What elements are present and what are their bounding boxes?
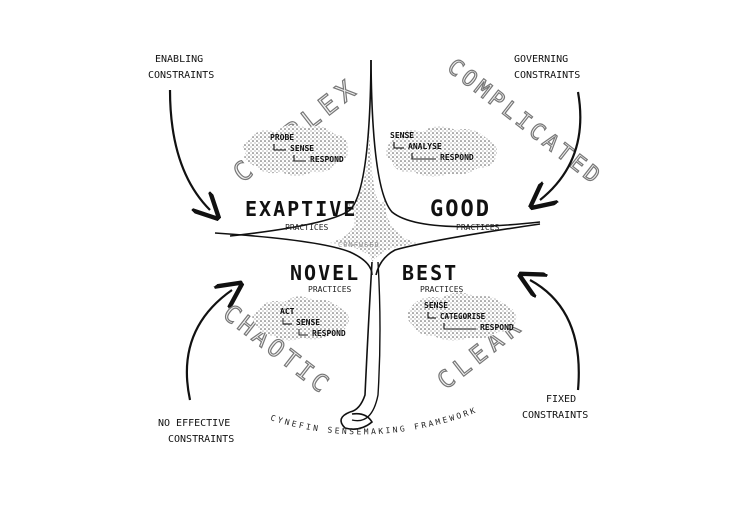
constraint-top-right-line-2: CONSTRAINTS	[514, 70, 580, 81]
constraint-top-left-line-1: ENABLING	[155, 54, 203, 65]
practice-novel-title: NOVEL	[290, 261, 360, 285]
boundary-vertical-bottom-right	[351, 261, 381, 422]
cliff-curl	[340, 411, 374, 430]
constraint-bottom-right-line-1: FIXED	[546, 394, 576, 405]
clear-step-1: SENSE	[424, 301, 448, 310]
boundary-vertical-bottom	[349, 261, 373, 413]
clear-step-2: CATEGORISE	[440, 312, 486, 321]
practice-best-title: BEST	[402, 261, 458, 285]
boundary-top-right	[370, 59, 541, 228]
complicated-step-3: RESPOND	[440, 153, 474, 162]
constraint-bottom-left-line-2: CONSTRAINTS	[168, 434, 234, 445]
constraint-top-left-line-2: CONSTRAINTS	[148, 70, 214, 81]
cloud-complicated	[386, 126, 497, 177]
complex-step-3: RESPOND	[310, 155, 344, 164]
cloud-chaotic	[252, 296, 349, 341]
practice-good-title: GOOD	[430, 197, 491, 222]
chaotic-step-2: SENSE	[296, 318, 320, 327]
boundary-horizontal-left	[214, 232, 373, 276]
chaotic-step-1: ACT	[280, 307, 295, 316]
practice-novel-sub: PRACTICES	[308, 285, 352, 294]
arrow-top-left	[168, 89, 210, 210]
constraint-bottom-right-line-2: CONSTRAINTS	[522, 410, 588, 421]
boundary-horizontal-right	[375, 223, 541, 276]
clear-step-3: RESPOND	[480, 323, 514, 332]
practice-best-sub: PRACTICES	[420, 285, 464, 294]
practice-good-sub: PRACTICES	[456, 223, 500, 232]
arrow-bottom-left	[185, 290, 232, 401]
cloud-complex	[242, 124, 349, 176]
practice-exaptive-sub: PRACTICES	[285, 223, 329, 232]
chaotic-step-connector	[282, 318, 308, 336]
constraint-top-right-line-1: GOVERNING	[514, 54, 568, 65]
complex-step-1: PROBE	[270, 133, 294, 142]
framework-footer: CYNEFIN SENSEMAKING FRAMEWORK	[269, 405, 478, 436]
framework-footer-text: CYNEFIN SENSEMAKING FRAMEWORK	[269, 405, 476, 436]
complicated-step-1: SENSE	[390, 131, 414, 140]
complex-step-2: SENSE	[290, 144, 314, 153]
arrow-bottom-right	[530, 280, 580, 391]
complicated-step-connector	[393, 142, 436, 160]
domain-label-confused: CONFUSED	[338, 241, 380, 249]
practice-exaptive-title: EXAPTIVE	[245, 197, 357, 221]
clear-step-connector	[427, 312, 476, 330]
cloud-clear	[407, 292, 517, 341]
chaotic-step-3: RESPOND	[312, 329, 346, 338]
confused-cusp	[330, 130, 420, 262]
complicated-step-2: ANALYSE	[408, 142, 442, 151]
complex-step-connector	[273, 144, 306, 162]
constraint-bottom-left-line-1: NO EFFECTIVE	[158, 418, 230, 429]
arrow-top-right	[540, 91, 582, 200]
boundary-vertical-top	[229, 59, 372, 237]
